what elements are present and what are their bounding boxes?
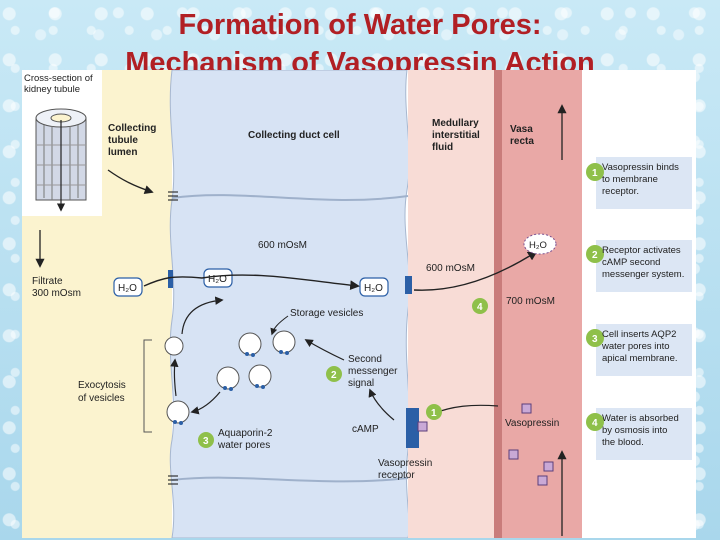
water-flow-arrow	[143, 274, 360, 291]
svg-text:2: 2	[592, 250, 598, 261]
svg-text:4: 4	[477, 302, 483, 313]
duct-cell-label: Collecting duct cell	[248, 130, 340, 141]
cell-boundary-bottom	[171, 476, 409, 483]
storage-pointer	[270, 315, 289, 336]
interstitial-osmolarity: 600 mOsM	[426, 263, 475, 274]
svg-text:2: 2	[331, 370, 337, 381]
exocytosis-label: Exocytosis of vesicles	[78, 380, 129, 404]
h2o-box-interstitial	[359, 277, 389, 297]
vasopressin-molecule	[543, 461, 554, 472]
camp-label: cAMP	[352, 424, 379, 435]
svg-text:Vasopressin binds to mem: Vasopressin binds to membrane receptor.	[602, 162, 682, 197]
tight-junction-bottom	[168, 475, 178, 485]
medullary-label: Medullary interstitial fluid	[432, 118, 483, 153]
aquaporin-apical	[168, 270, 173, 288]
h2o-blood-text: H₂O	[529, 240, 547, 251]
cell-boundary-top	[171, 194, 409, 201]
step-box-4: 4 Water is absorbed by osmosis into the …	[586, 408, 692, 460]
step-marker-3: 3	[198, 432, 214, 448]
h2o-interstitial-text: H₂O	[364, 283, 383, 294]
step-box-2: 2 Receptor activates cAMP second messeng…	[586, 240, 692, 292]
vasopressin-receptor-shape	[406, 408, 419, 448]
vasopressin-label: Vasopressin	[505, 418, 559, 429]
storage-vesicle	[216, 366, 240, 391]
storage-vesicle	[238, 332, 262, 357]
svg-text:1: 1	[431, 408, 437, 419]
vesicle-cycle-arrow	[181, 296, 224, 335]
vesicle-up-arrow	[170, 358, 179, 397]
diagram-svg: Cross-section of kidney tubule Collectin…	[22, 70, 696, 538]
exocytosis-bracket	[143, 339, 152, 433]
svg-text:Receptor activates cAMP: Receptor activates cAMP second messenger…	[602, 245, 684, 280]
svg-text:3: 3	[203, 436, 209, 447]
aquaporin-basolateral	[405, 276, 412, 294]
storage-vesicles-label: Storage vesicles	[290, 308, 363, 319]
vasa-recta-region	[498, 70, 582, 538]
second-messenger-label: Second messenger signal	[348, 354, 400, 389]
cross-section-label: Cross-section of kidney tubule	[24, 73, 95, 95]
lumen-arrow	[107, 169, 154, 195]
vasopressin-molecule	[521, 403, 532, 414]
receptor-label: Vasopressin receptor	[378, 458, 435, 481]
vasa-recta-label: Vasa recta	[510, 124, 536, 147]
svg-text:Water is absorbed by osm: Water is absorbed by osmosis into the bl…	[602, 413, 681, 448]
title-line-1: Formation of Water Pores:	[178, 9, 542, 41]
h2o-blood	[523, 233, 557, 255]
cell-osmolarity: 600 mOsM	[258, 240, 307, 251]
collecting-lumen-label: Collecting tubule lumen	[108, 123, 159, 158]
storage-vesicle	[248, 364, 272, 389]
svg-text:3: 3	[592, 334, 598, 345]
step-marker-1: 1	[426, 404, 442, 420]
aquaporin-label: Aquaporin-2 water pores	[217, 428, 275, 451]
svg-text:Cell inserts AQP2 water: Cell inserts AQP2 water pores into apica…	[601, 329, 679, 364]
tight-junction-top	[168, 191, 178, 201]
step-box-1: 1 Vasopressin binds to membrane receptor…	[586, 157, 692, 209]
step-box-3: 3 Cell inserts AQP2 water pores into api…	[586, 324, 692, 376]
vasa-recta-wall	[494, 70, 502, 538]
diagram-figure: Cross-section of kidney tubule Collectin…	[22, 70, 696, 538]
vasopressin-molecule	[537, 475, 548, 486]
filtrate-label: Filtrate 300 mOsm	[32, 276, 81, 299]
svg-text:4: 4	[592, 418, 598, 429]
step-marker-2: 2	[326, 366, 342, 382]
bound-vasopressin	[417, 421, 428, 432]
second-messenger-arrow	[304, 339, 345, 361]
vesicle-movement-arrow	[190, 391, 221, 415]
storage-vesicle	[166, 400, 190, 425]
step-marker-4: 4	[472, 298, 488, 314]
h2o-lumen-text: H₂O	[118, 283, 137, 294]
steps-panel	[582, 70, 696, 538]
camp-arrow	[368, 388, 395, 421]
h2o-cell-text: H₂O	[208, 274, 227, 285]
fusing-vesicle	[164, 336, 184, 356]
blood-osmolarity: 700 mOsM	[506, 296, 555, 307]
svg-text:1: 1	[592, 168, 598, 179]
vasopressin-molecule	[508, 449, 519, 460]
collecting-duct-cell	[169, 70, 411, 538]
kidney-tubule-icon	[35, 108, 87, 212]
water-to-blood-arrow	[413, 250, 538, 291]
storage-vesicle	[272, 330, 296, 355]
h2o-box-lumen	[113, 277, 143, 297]
